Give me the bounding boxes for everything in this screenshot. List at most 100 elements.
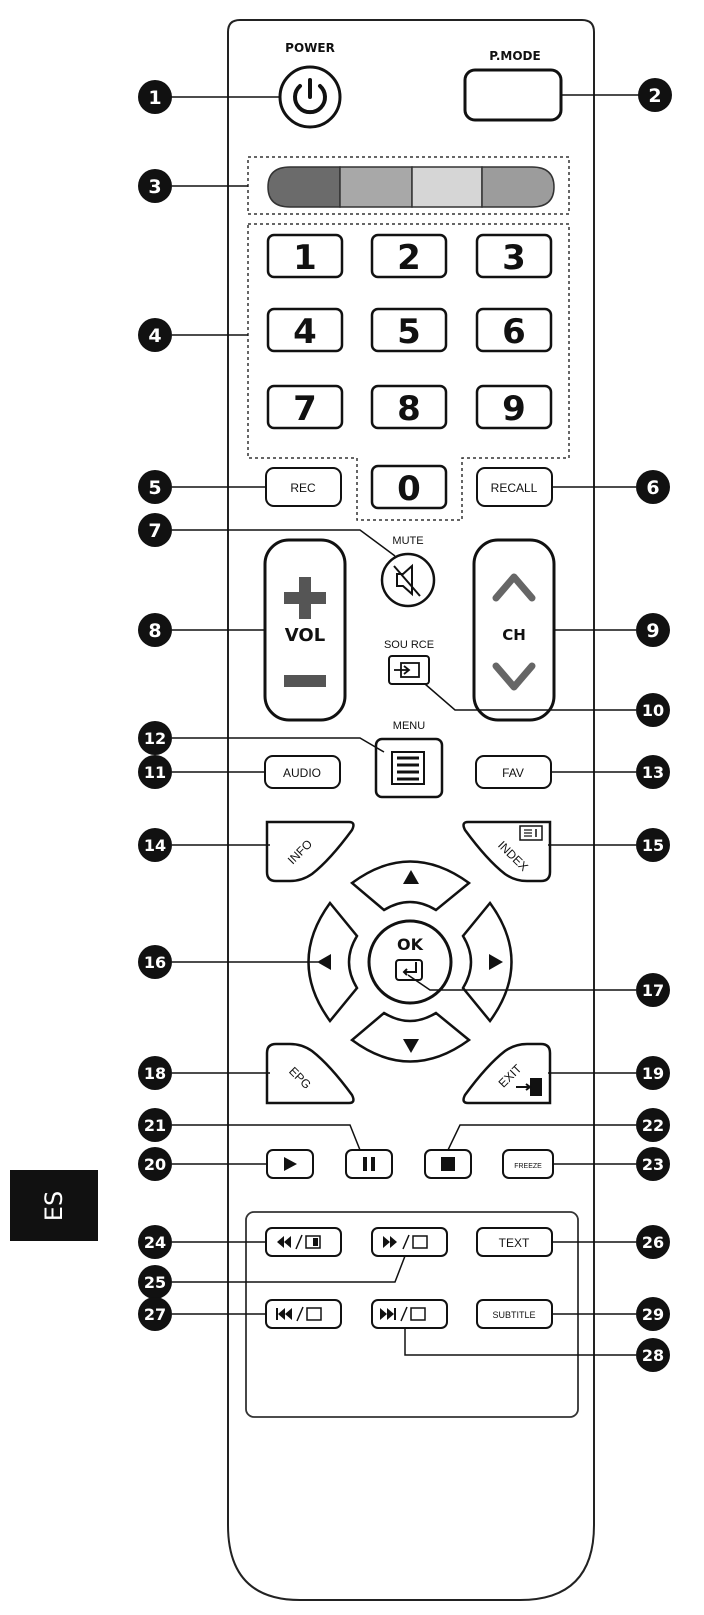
callout-18: 18 (138, 1056, 172, 1090)
subtitle-button[interactable]: SUBTITLE (476, 1299, 553, 1329)
next-teletext-button[interactable] (371, 1299, 448, 1329)
digit-key-0[interactable]: 0 (370, 464, 448, 510)
digit-key-5[interactable]: 5 (370, 307, 448, 353)
volume-up-button[interactable] (284, 577, 326, 619)
menu-label: MENU (393, 720, 425, 732)
navigation-pad: OK (307, 860, 513, 1063)
pmode-label: P.MODE (489, 49, 540, 63)
pause-button[interactable] (345, 1149, 393, 1179)
svg-text:3: 3 (148, 176, 161, 198)
nav-right-button[interactable] (461, 900, 513, 1024)
digit-key-1[interactable]: 1 (266, 233, 344, 279)
svg-text:6: 6 (502, 312, 526, 352)
play-icon (284, 1157, 297, 1171)
freeze-button[interactable]: FREEZE (502, 1149, 554, 1179)
text-button[interactable]: TEXT (476, 1227, 553, 1257)
yellow-key[interactable] (411, 166, 483, 208)
svg-text:10: 10 (642, 701, 664, 720)
svg-text:21: 21 (144, 1116, 166, 1135)
digit-key-2[interactable]: 2 (370, 233, 448, 279)
skip-forward-icon (380, 1308, 396, 1320)
mute-button[interactable] (380, 552, 436, 608)
callout-10: 10 (636, 693, 670, 727)
index-button[interactable]: INDEX (462, 820, 552, 883)
callout-5: 5 (138, 470, 172, 504)
svg-text:9: 9 (502, 389, 526, 429)
menu-button[interactable] (374, 737, 444, 799)
volume-down-button[interactable] (284, 675, 326, 687)
callout-11: 11 (138, 755, 172, 789)
callout-2: 2 (638, 78, 672, 112)
numeric-keypad: 1 2 3 4 5 6 7 8 9 0 (266, 233, 553, 510)
audio-button[interactable]: AUDIO (264, 755, 341, 789)
svg-text:4: 4 (148, 325, 161, 347)
teletext-page-icon (305, 1235, 321, 1249)
svg-text:26: 26 (642, 1233, 664, 1252)
nav-left-button[interactable] (307, 900, 359, 1024)
svg-text:14: 14 (144, 836, 166, 855)
teletext-page-icon (412, 1235, 428, 1249)
svg-text:16: 16 (144, 953, 166, 972)
fast-forward-icon (383, 1236, 397, 1248)
svg-text:13: 13 (642, 763, 664, 782)
svg-text:SUBTITLE: SUBTITLE (492, 1310, 535, 1320)
callout-29: 29 (636, 1297, 670, 1331)
pmode-button[interactable] (463, 68, 563, 122)
rec-button[interactable]: REC (265, 467, 342, 507)
info-button[interactable]: INFO (265, 820, 355, 883)
nav-up-button[interactable] (349, 860, 472, 912)
callout-3: 3 (138, 169, 172, 203)
callout-6: 6 (636, 470, 670, 504)
digit-key-9[interactable]: 9 (475, 384, 553, 430)
svg-text:TEXT: TEXT (499, 1236, 530, 1250)
svg-text:5: 5 (148, 477, 161, 499)
green-key[interactable] (339, 166, 413, 208)
speaker-muted-icon (393, 563, 421, 597)
digit-key-4[interactable]: 4 (266, 307, 344, 353)
epg-button[interactable]: EPG (265, 1042, 355, 1105)
callout-14: 14 (138, 828, 172, 862)
fav-button[interactable]: FAV (475, 755, 552, 789)
source-button[interactable] (388, 655, 430, 685)
svg-text:19: 19 (642, 1064, 664, 1083)
svg-text:7: 7 (293, 389, 317, 429)
svg-text:25: 25 (144, 1273, 166, 1292)
svg-text:FAV: FAV (502, 766, 524, 780)
numeric-keypad-frame (247, 223, 570, 521)
digit-key-8[interactable]: 8 (370, 384, 448, 430)
mute-label: MUTE (392, 535, 423, 547)
callout-15: 15 (636, 828, 670, 862)
rewind-teletext-button[interactable] (265, 1227, 342, 1257)
channel-down-icon[interactable] (492, 662, 536, 691)
red-key[interactable] (267, 166, 341, 208)
svg-text:17: 17 (642, 981, 664, 1000)
exit-button[interactable]: EXIT (462, 1042, 552, 1105)
ok-button[interactable]: OK (367, 919, 453, 1005)
nav-down-button[interactable] (349, 1011, 472, 1063)
power-button[interactable] (278, 65, 342, 129)
digit-key-7[interactable]: 7 (266, 384, 344, 430)
svg-text:AUDIO: AUDIO (283, 766, 321, 780)
svg-text:1: 1 (293, 238, 317, 278)
play-button[interactable] (266, 1149, 314, 1179)
digit-key-6[interactable]: 6 (475, 307, 553, 353)
vol-label: VOL (285, 625, 325, 646)
stop-icon (441, 1157, 455, 1171)
digit-key-3[interactable]: 3 (475, 233, 553, 279)
svg-text:24: 24 (144, 1233, 166, 1252)
skip-back-icon (276, 1308, 292, 1320)
recall-button[interactable]: RECALL (476, 467, 553, 507)
svg-text:8: 8 (148, 620, 161, 642)
callout-4: 4 (138, 318, 172, 352)
svg-text:29: 29 (642, 1305, 664, 1324)
svg-text:2: 2 (397, 238, 421, 278)
callout-16: 16 (138, 945, 172, 979)
channel-up-icon[interactable] (492, 573, 536, 602)
stop-button[interactable] (424, 1149, 472, 1179)
svg-text:7: 7 (148, 520, 161, 542)
previous-teletext-button[interactable] (265, 1299, 342, 1329)
fast-forward-teletext-button[interactable] (371, 1227, 448, 1257)
language-tab: ES (10, 1170, 98, 1241)
blue-key[interactable] (481, 166, 555, 208)
